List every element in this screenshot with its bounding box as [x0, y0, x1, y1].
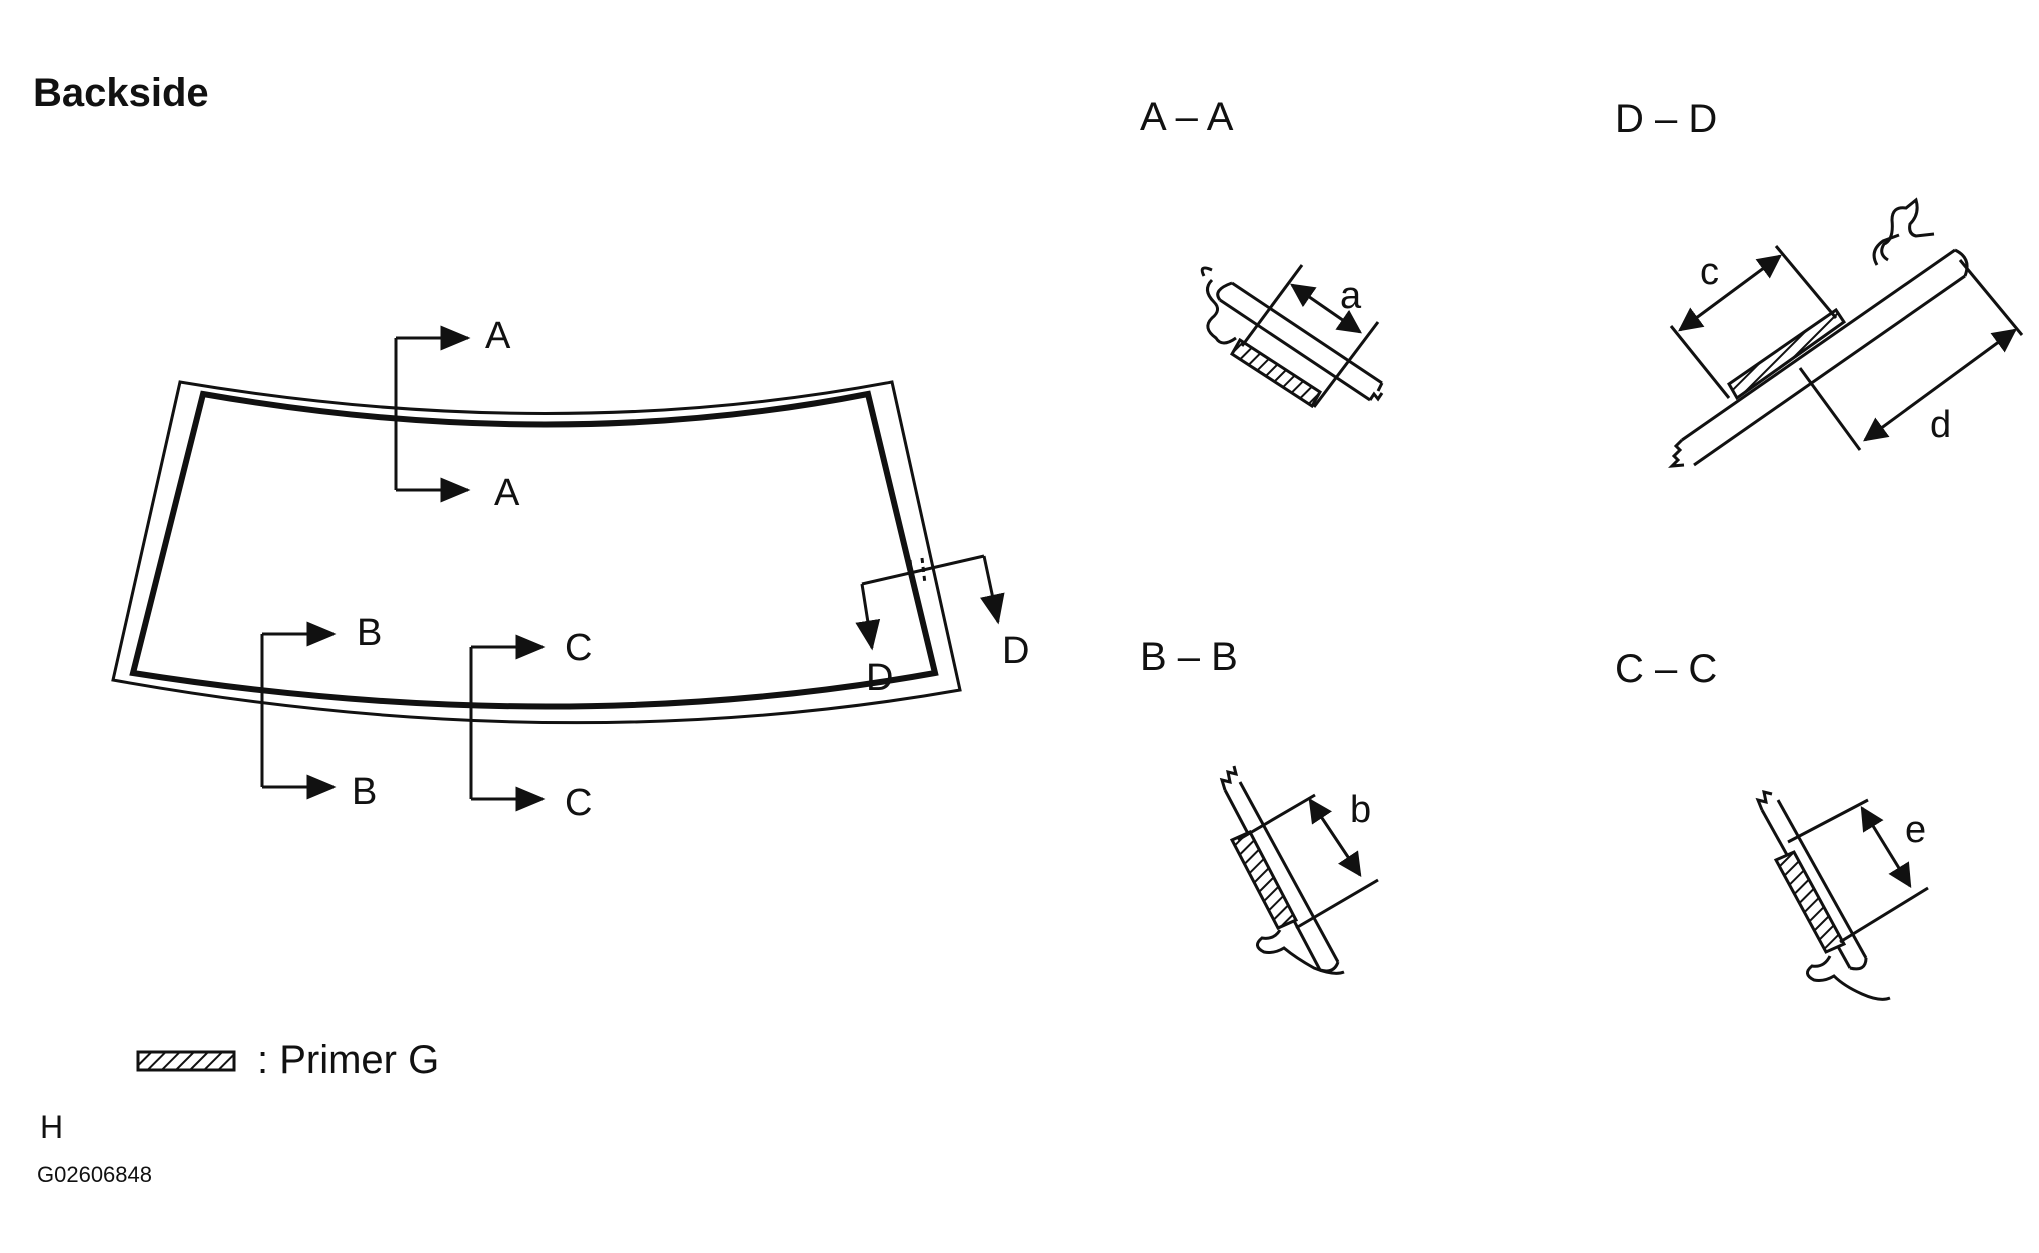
section-aa-dimension-a: a: [1340, 275, 1362, 317]
cut-marker-d: [855, 554, 1005, 651]
marker-label-d-right: D: [1002, 630, 1029, 672]
section-dd-dimension-c: c: [1700, 251, 1719, 293]
cut-marker-b: [260, 621, 337, 800]
cut-marker-c: [469, 634, 546, 812]
footer-letter: H: [40, 1109, 63, 1145]
legend-primer-g: : Primer G: [257, 1038, 439, 1082]
section-bb-dimension-b: b: [1350, 789, 1371, 831]
marker-label-c-top: C: [565, 627, 592, 669]
windshield-outline: [111, 380, 962, 725]
section-aa-drawing: [1200, 264, 1384, 409]
section-dd-dimension-d: d: [1930, 404, 1951, 446]
marker-label-b-top: B: [357, 612, 382, 654]
marker-label-a-top: A: [485, 315, 511, 357]
marker-label-c-bottom: C: [565, 782, 592, 824]
figure-code: G02606848: [37, 1162, 152, 1187]
cut-marker-a: [394, 325, 471, 503]
section-title-bb: B – B: [1140, 635, 1238, 679]
section-dd-drawing: [1668, 197, 2024, 468]
page-heading: Backside: [33, 71, 209, 115]
primer-hatch-swatch: [136, 1050, 236, 1072]
marker-label-b-bottom: B: [352, 771, 377, 813]
section-title-cc: C – C: [1615, 647, 1717, 691]
marker-label-d-left: D: [866, 657, 893, 699]
section-bb-drawing: [1219, 765, 1379, 975]
section-cc-drawing: [1755, 789, 1929, 1001]
section-cc-dimension-e: e: [1905, 809, 1926, 851]
marker-label-a-bottom: A: [494, 472, 520, 514]
section-title-dd: D – D: [1615, 97, 1717, 141]
section-title-aa: A – A: [1140, 95, 1234, 139]
